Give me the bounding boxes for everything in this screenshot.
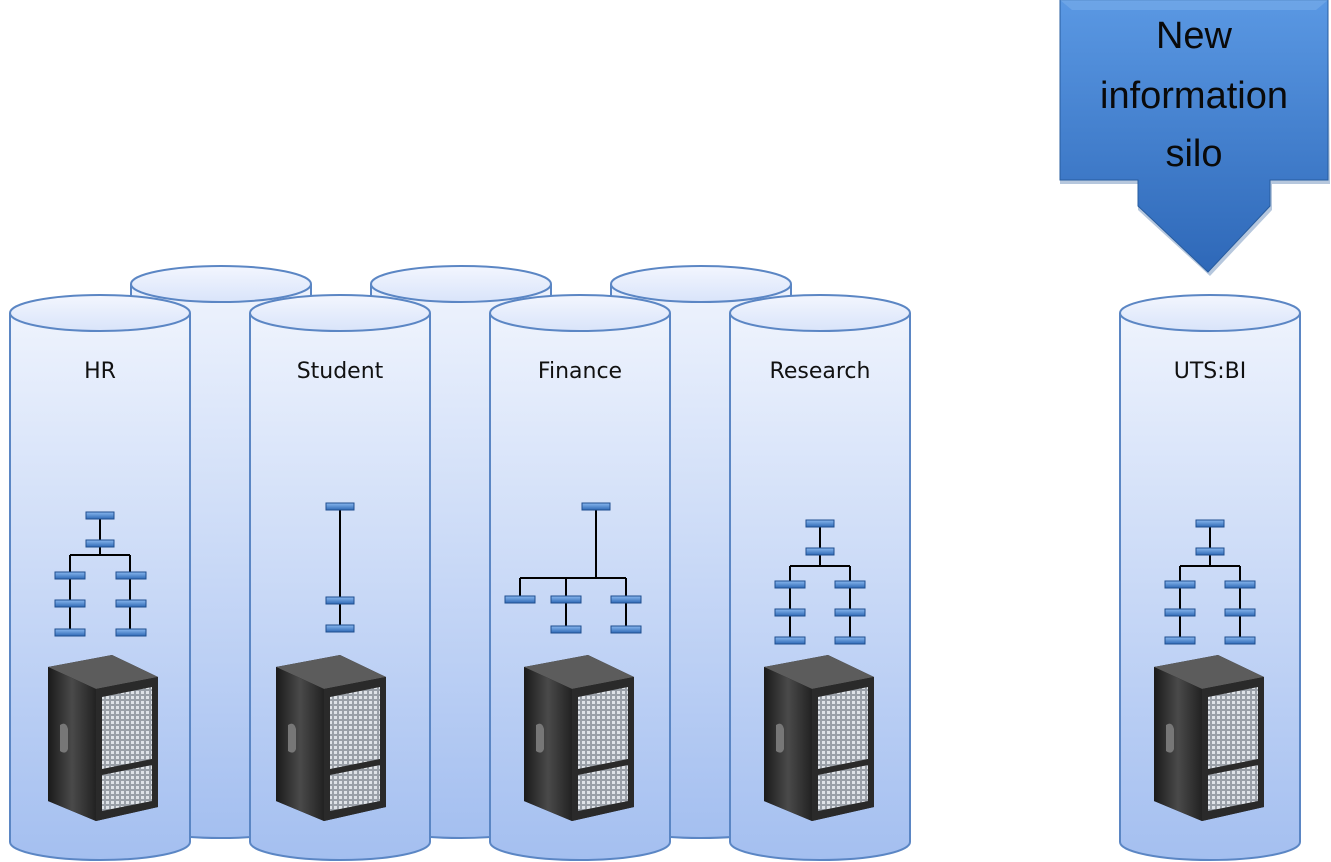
node-icon — [1164, 580, 1196, 589]
silo-label: UTS:BI — [1174, 359, 1247, 384]
node-icon — [774, 636, 806, 645]
silo-label: HR — [84, 359, 116, 384]
node-icon — [85, 539, 115, 548]
node-icon — [504, 595, 536, 604]
node-icon — [54, 571, 86, 580]
server-icon — [48, 655, 158, 821]
arrow-text-line: New — [1156, 15, 1233, 57]
node-icon — [774, 580, 806, 589]
node-icon — [1224, 636, 1256, 645]
server-icon — [276, 655, 386, 821]
node-icon — [550, 625, 582, 634]
node-icon — [805, 547, 835, 556]
node-icon — [54, 628, 86, 637]
node-icon — [54, 599, 86, 608]
node-icon — [325, 596, 355, 605]
server-icon — [764, 655, 874, 821]
node-icon — [834, 636, 866, 645]
arrow-text-line: information — [1100, 75, 1288, 117]
hierarchy-icon — [789, 526, 851, 640]
node-icon — [1224, 608, 1256, 617]
node-icon — [1164, 636, 1196, 645]
node-icon — [1164, 608, 1196, 617]
node-icon — [115, 628, 147, 637]
server-icon — [524, 655, 634, 821]
new-silo-arrow: New information silo — [1059, 0, 1330, 276]
node-icon — [610, 595, 642, 604]
hierarchy-icon — [1179, 526, 1241, 640]
silo-label: Finance — [538, 359, 622, 384]
hierarchy-icon — [519, 510, 627, 630]
server-icon — [1154, 655, 1264, 821]
node-icon — [325, 502, 355, 511]
node-icon — [834, 608, 866, 617]
node-icon — [610, 625, 642, 634]
node-icon — [1195, 547, 1225, 556]
node-icon — [774, 608, 806, 617]
node-icon — [115, 571, 147, 580]
node-icon — [834, 580, 866, 589]
node-icon — [805, 519, 835, 528]
arrow-text-line: silo — [1165, 133, 1222, 175]
node-icon — [1224, 580, 1256, 589]
node-icon — [85, 511, 115, 520]
node-icon — [550, 595, 582, 604]
node-icon — [115, 599, 147, 608]
silo-label: Research — [770, 359, 871, 384]
silo-label: Student — [297, 359, 384, 384]
node-icon — [1195, 519, 1225, 528]
node-icon — [325, 624, 355, 633]
node-icon — [581, 502, 611, 511]
